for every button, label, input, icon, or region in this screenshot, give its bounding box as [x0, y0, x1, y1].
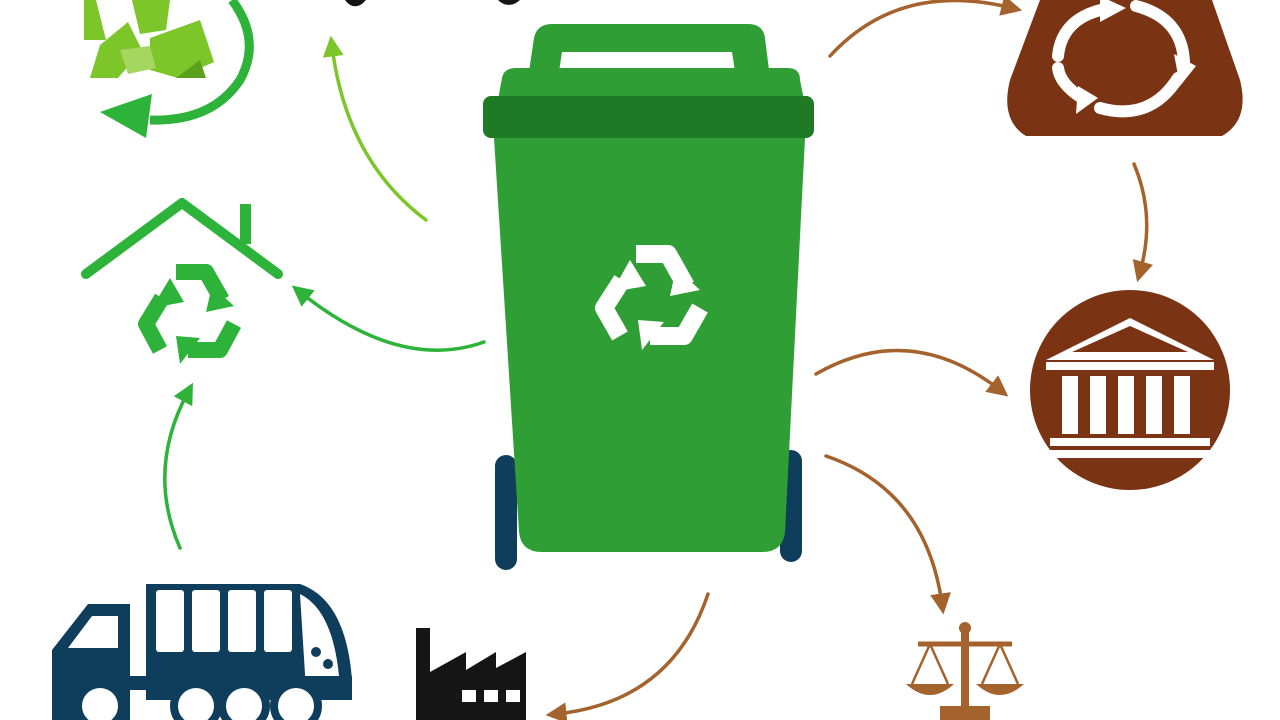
garbage-truck-icon [52, 584, 352, 720]
arrow-bin-to-home [291, 285, 486, 352]
arrow-bin-to-materials [322, 35, 428, 222]
home-recycling-icon [81, 198, 283, 364]
recycling-sack-icon [1007, 0, 1243, 136]
factory-icon [416, 628, 526, 720]
flow-arrows [163, 0, 1153, 720]
arrow-bin-to-building [814, 348, 1009, 397]
arrow-bin-to-scales [824, 454, 951, 615]
arrow-truck-to-home [163, 382, 193, 550]
recycled-materials-icon [84, 0, 254, 138]
scales-of-justice-icon [906, 622, 1024, 720]
arrow-bin-to-sack [828, 0, 1023, 58]
government-building-icon [1030, 290, 1230, 490]
arrow-bin-to-factory [545, 592, 710, 720]
recycling-bin-icon [483, 24, 814, 570]
cropped-top-icon [345, 0, 520, 7]
arrow-sack-to-building [1132, 162, 1153, 283]
